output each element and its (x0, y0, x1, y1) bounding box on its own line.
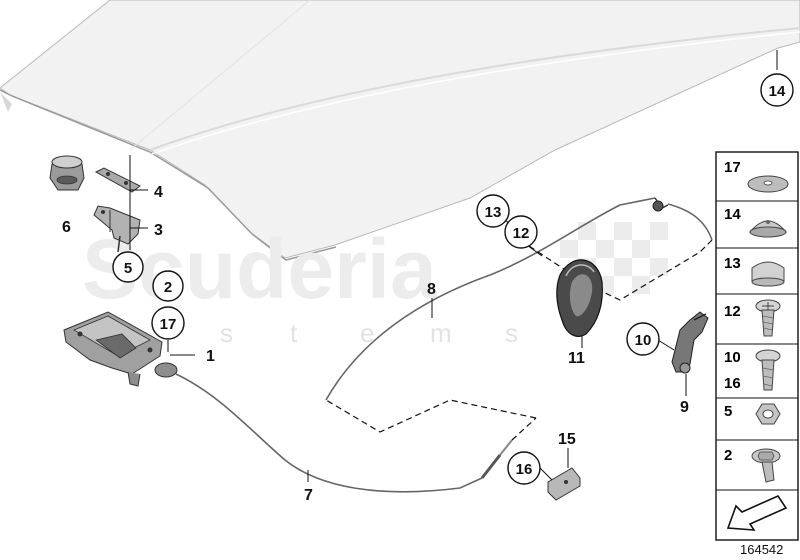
legend-row-flange-bolt: 2 (724, 447, 781, 483)
direction-arrow-icon (726, 494, 788, 531)
legend-row-bolt: 10 16 (724, 349, 781, 392)
legend-label: 12 (724, 303, 741, 320)
watermark: Scuderia s t e m s (82, 222, 668, 348)
callout-13: 13 (476, 194, 510, 228)
callout-16: 16 (507, 451, 541, 485)
callout-14: 14 (760, 73, 794, 107)
svg-text:5: 5 (124, 260, 132, 277)
watermark-letter: t (290, 318, 298, 348)
svg-text:14: 14 (769, 83, 786, 100)
callout-10: 10 (626, 322, 660, 356)
callout-2: 2 (152, 270, 184, 302)
callout-1: 1 (206, 348, 215, 365)
legend-row-hex-nut: 5 (724, 403, 781, 425)
callout-5: 5 (112, 251, 144, 283)
cable-clip-part (547, 467, 581, 501)
hood-panel (0, 0, 800, 261)
bowden-cable-lower (175, 373, 537, 493)
parts-legend: 17 14 13 12 10 16 (715, 151, 799, 541)
svg-text:17: 17 (160, 316, 177, 333)
legend-label: 5 (724, 403, 732, 420)
svg-text:13: 13 (485, 204, 502, 221)
legend-row-dome-buffer: 14 (724, 206, 788, 238)
callout-11: 11 (568, 350, 585, 367)
callout-3: 3 (154, 222, 163, 239)
callout-8: 8 (427, 281, 436, 298)
legend-row-screw: 12 (724, 299, 781, 337)
callout-6: 6 (62, 219, 71, 236)
hood-lock-part (63, 311, 178, 387)
watermark-letter: s (220, 318, 233, 348)
legend-label: 13 (724, 255, 741, 272)
legend-label: 17 (724, 159, 741, 176)
legend-row-washer: 17 (724, 159, 789, 193)
callout-15: 15 (558, 431, 576, 448)
upper-bracket-part (94, 167, 141, 193)
watermark-letter: s (505, 318, 518, 348)
callout-4: 4 (154, 184, 163, 201)
svg-text:10: 10 (635, 332, 652, 349)
svg-text:12: 12 (513, 225, 530, 242)
svg-text:16: 16 (516, 461, 533, 478)
callout-12: 12 (504, 215, 538, 249)
callout-7: 7 (304, 487, 313, 504)
watermark-letter: e (360, 318, 374, 348)
legend-label: 2 (724, 447, 732, 464)
legend-row-cap: 13 (724, 255, 785, 287)
callout-17: 17 (151, 306, 185, 340)
legend-label-secondary: 16 (724, 375, 741, 392)
callout-9: 9 (680, 399, 689, 416)
rubber-buffer-part (49, 155, 85, 191)
legend-label: 10 (724, 349, 741, 366)
watermark-letter: m (430, 318, 452, 348)
legend-label: 14 (724, 206, 741, 223)
diagram-reference-number: 164542 (740, 542, 783, 557)
support-bracket-part (671, 311, 709, 374)
lower-bracket-part (93, 205, 141, 253)
cable-eyelet (652, 200, 664, 212)
svg-text:2: 2 (164, 279, 172, 296)
release-handle-part (556, 259, 603, 337)
